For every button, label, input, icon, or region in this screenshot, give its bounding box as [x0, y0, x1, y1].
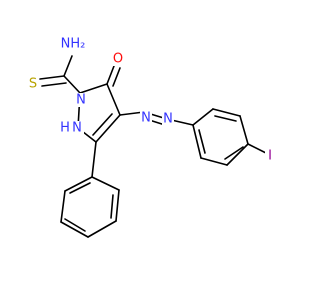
- bond-layer: [39, 55, 267, 238]
- atom-s-bg: [27, 77, 39, 91]
- atom-nh-bg: [60, 121, 84, 135]
- bond-c-n1: [63, 75, 81, 94]
- atom-i: I: [265, 149, 275, 164]
- bond-c-s-a: [39, 75, 65, 80]
- bond-ar-inner-2: [224, 146, 244, 160]
- atom-nb-bg: [162, 112, 174, 126]
- atom-s-label: S: [29, 77, 37, 92]
- bond-c3-ph: [91, 141, 97, 178]
- atom-o-bg: [112, 52, 124, 66]
- atom-n1-label: N: [76, 93, 86, 108]
- atom-nh2-label: NH₂: [61, 37, 86, 52]
- atom-nh2-bg: [61, 36, 85, 52]
- atom-i-label: I: [268, 149, 272, 164]
- bond-ph-inner-2: [64, 218, 86, 232]
- bond-ph-inner-1: [110, 194, 114, 219]
- atom-na: N: [140, 111, 152, 126]
- bond-ar2-ar3: [212, 108, 241, 117]
- atom-nh2: NH₂: [61, 36, 86, 52]
- bond-c5-c4: [106, 83, 121, 116]
- bond-n1-c5: [79, 83, 108, 94]
- atom-nh-n-label: N: [72, 121, 82, 136]
- bond-ph6-ph1: [64, 176, 93, 192]
- atom-nh-h-label: H: [60, 121, 70, 136]
- bond-c5-o-b: [112, 67, 121, 87]
- bond-c-s-b: [41, 82, 67, 87]
- atom-s: S: [27, 77, 39, 92]
- atom-n1: N: [75, 93, 87, 108]
- bond-c5-o-a: [106, 65, 115, 85]
- bond-ar3-ar4: [239, 115, 249, 145]
- atom-label-layer: NH₂ S N H N O N N I: [27, 36, 275, 164]
- atom-nb: N: [162, 112, 174, 127]
- atom-na-bg: [140, 111, 152, 125]
- atom-na-label: N: [141, 111, 151, 126]
- bond-ar1-ar2: [192, 108, 214, 126]
- bond-c-nh2: [63, 55, 73, 77]
- bond-ph1-ph2: [91, 176, 120, 191]
- bond-ar6-ar1: [192, 124, 202, 159]
- molecule-structure-diagram: NH₂ S N H N O N N I: [27, 36, 275, 238]
- bond-c4-c3-a: [95, 114, 121, 143]
- atom-nh: H N: [60, 121, 84, 136]
- bond-ar5-ar6: [200, 157, 228, 166]
- bond-ar4-ar5: [226, 143, 249, 166]
- bond-ar-inner-3: [198, 129, 206, 154]
- bond-ar4-i: [247, 143, 267, 154]
- bond-c4-c3-b: [92, 113, 113, 136]
- bond-ph5-ph6: [60, 190, 66, 223]
- atom-i-bg: [265, 149, 275, 163]
- atom-o: O: [112, 52, 124, 67]
- bond-ph3-ph4: [87, 220, 117, 238]
- bond-ph-inner-3: [69, 182, 91, 194]
- atom-nb-label: N: [163, 112, 173, 127]
- bond-ph4-ph5: [60, 221, 89, 238]
- bond-ph2-ph3: [115, 189, 120, 222]
- atom-n1-bg: [75, 93, 87, 107]
- atom-o-label: O: [113, 52, 123, 67]
- bond-ar-inner-1: [214, 115, 237, 122]
